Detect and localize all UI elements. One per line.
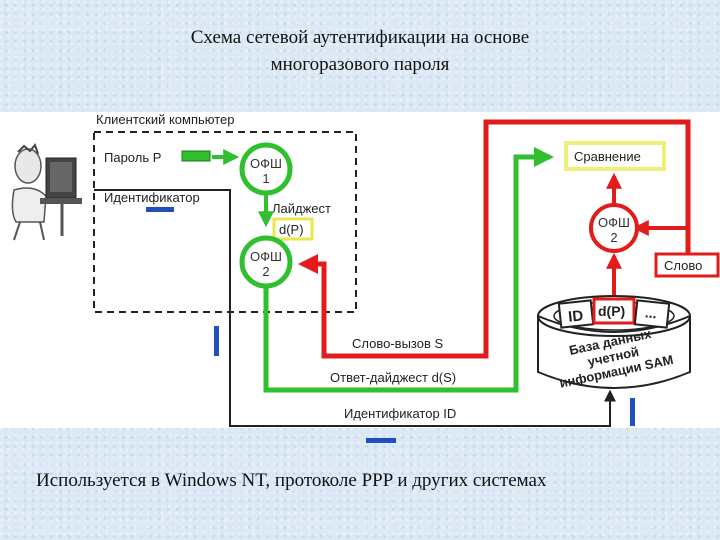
ofsh2-server-circle [589, 203, 639, 253]
ofsh1-circle [239, 142, 293, 196]
response-flow-line [263, 147, 554, 393]
identifier-flow-line [94, 189, 616, 427]
footer-text: Используется в Windows NT, протоколе PPP… [36, 470, 547, 491]
password-field-marker [181, 150, 211, 162]
db-cell-id-label: ID [567, 307, 584, 325]
ofsh1-label: ОФШ [250, 156, 282, 171]
identifier-id-label: Идентификатор ID [344, 406, 456, 421]
digest-label: Лайджест [272, 201, 331, 216]
db-cell-digest-label: d(P) [598, 303, 625, 319]
db-cell-id [557, 299, 595, 329]
title-line-2: многоразового пароля [270, 54, 450, 75]
identifier-label: Идентификатор [104, 190, 200, 205]
identifier-marker-vertical-left [214, 326, 219, 356]
word-label: Слово [664, 258, 702, 273]
ofsh2-server-label: ОФШ [598, 215, 630, 230]
comparison-box [564, 141, 666, 171]
ofsh2-server-number: 2 [610, 230, 617, 245]
digest-box-label: d(P) [279, 222, 304, 237]
title-line-1: Схема сетевой аутентификации на основе [190, 27, 530, 48]
client-computer-label: Клиентский компьютер [96, 112, 235, 127]
password-label: Пароль Р [104, 150, 161, 165]
ofsh2-client-number: 2 [262, 264, 269, 279]
db-cell-digest [592, 297, 636, 325]
identifier-marker [146, 207, 174, 212]
word-box [654, 252, 720, 278]
identifier-marker-horizontal [366, 438, 396, 443]
slide-title: Схема сетевой аутентификации на основе м… [0, 24, 720, 78]
user-at-computer-icon [11, 142, 82, 241]
response-label: Ответ-дайджест d(S) [330, 370, 456, 385]
challenge-label: Слово-вызов S [352, 336, 443, 351]
digest-box [272, 217, 314, 241]
comparison-label: Сравнение [574, 149, 641, 164]
ofsh1-number: 1 [262, 171, 269, 186]
ofsh2-client-label: ОФШ [250, 249, 282, 264]
client-computer-frame [93, 131, 357, 313]
db-cell-more [633, 299, 671, 329]
db-cell-more-label: ... [644, 304, 657, 321]
identifier-marker-vertical-right [630, 398, 635, 426]
challenge-flow-line [298, 119, 691, 359]
